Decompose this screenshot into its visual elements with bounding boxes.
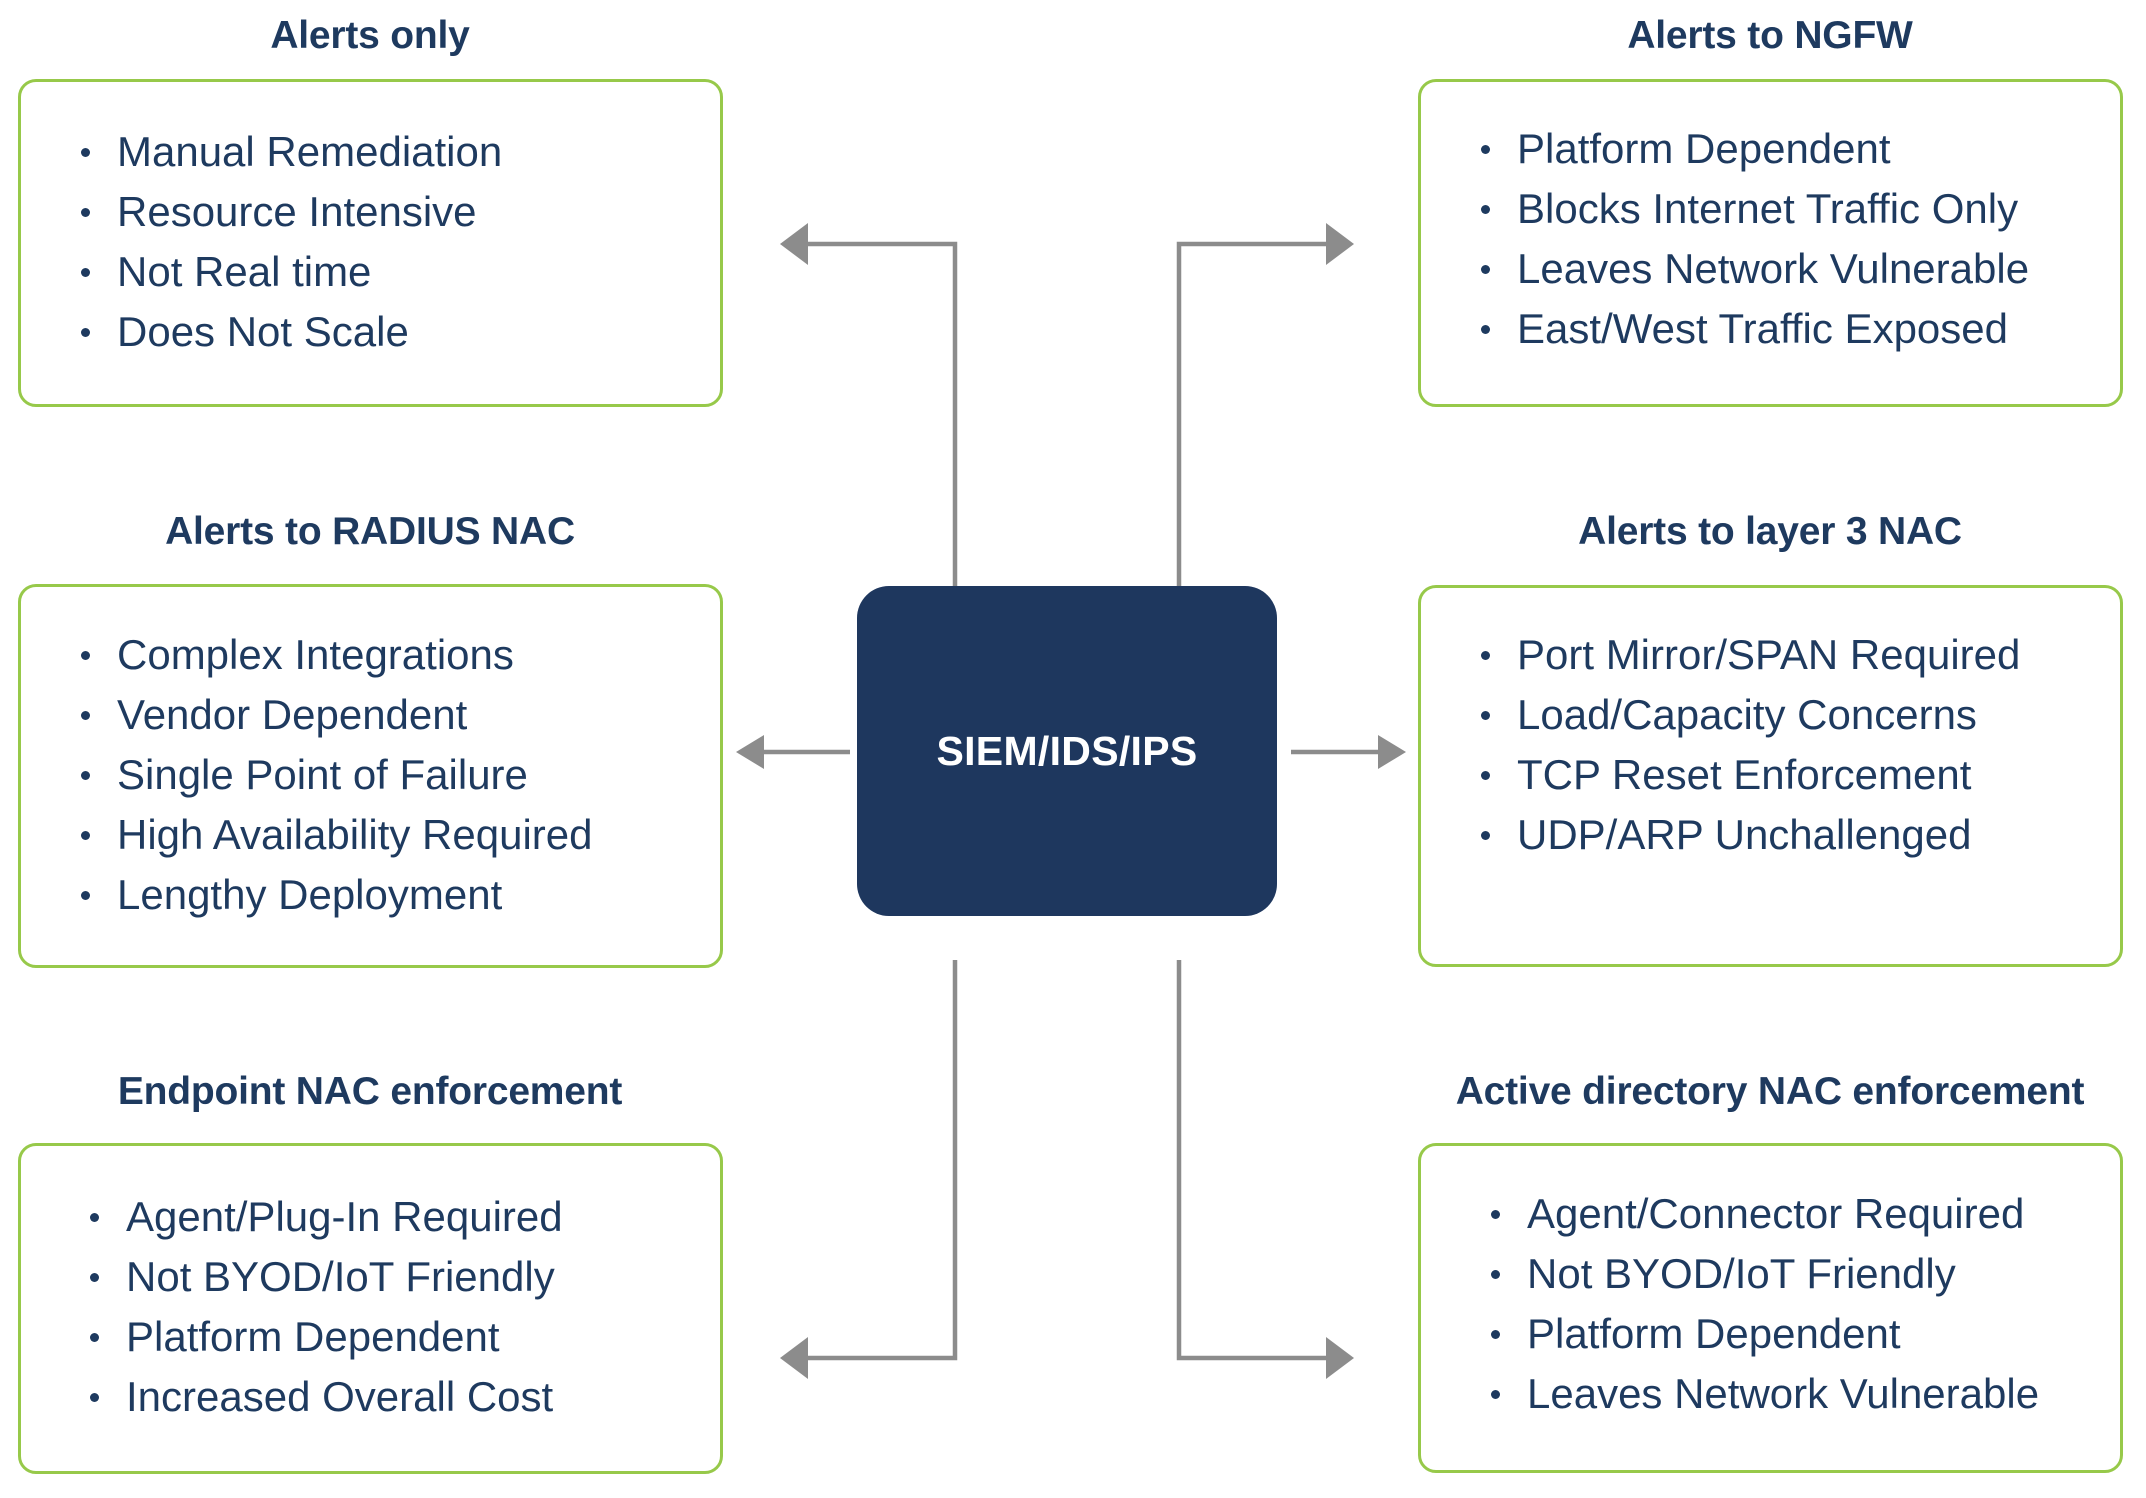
list-item: Port Mirror/SPAN Required	[1421, 625, 2120, 685]
list-item: Platform Dependent	[1421, 1304, 2120, 1364]
panel-alerts-to-radius-nac: Complex Integrations Vendor Dependent Si…	[18, 584, 723, 968]
arrow-line-top-right	[1176, 241, 1330, 642]
bullet-icon	[1481, 711, 1490, 720]
list-item: Platform Dependent	[1421, 119, 2120, 179]
drawback-list: Agent/Connector Required Not BYOD/IoT Fr…	[1421, 1184, 2120, 1424]
drawback-list: Platform Dependent Blocks Internet Traff…	[1421, 119, 2120, 359]
list-item: Not Real time	[21, 242, 720, 302]
drawback-list: Agent/Plug-In Required Not BYOD/IoT Frie…	[21, 1187, 720, 1427]
bullet-icon	[81, 651, 90, 660]
list-item: Not BYOD/IoT Friendly	[1421, 1244, 2120, 1304]
list-item: East/West Traffic Exposed	[1421, 299, 2120, 359]
bullet-icon	[1481, 205, 1490, 214]
bullet-icon	[1481, 651, 1490, 660]
list-item: Increased Overall Cost	[21, 1367, 720, 1427]
panel-alerts-to-ngfw: Platform Dependent Blocks Internet Traff…	[1418, 79, 2123, 407]
bullet-icon	[1481, 831, 1490, 840]
list-item: Complex Integrations	[21, 625, 720, 685]
drawback-list: Complex Integrations Vendor Dependent Si…	[21, 625, 720, 925]
panel-title-alerts-to-ngfw: Alerts to NGFW	[1627, 14, 1913, 57]
list-item: Load/Capacity Concerns	[1421, 685, 2120, 745]
panel-alerts-to-layer3-nac: Port Mirror/SPAN Required Load/Capacity …	[1418, 585, 2123, 967]
drawback-list: Manual Remediation Resource Intensive No…	[21, 122, 720, 362]
list-item: Leaves Network Vulnerable	[1421, 1364, 2120, 1424]
list-item: Lengthy Deployment	[21, 865, 720, 925]
panel-title-alerts-only: Alerts only	[270, 14, 470, 57]
bullet-icon	[1481, 265, 1490, 274]
bullet-icon	[81, 148, 90, 157]
bullet-icon	[90, 1333, 99, 1342]
arrowhead-bottom-right	[1326, 1337, 1354, 1379]
list-item: Agent/Plug-In Required	[21, 1187, 720, 1247]
list-item: Agent/Connector Required	[1421, 1184, 2120, 1244]
list-item: Resource Intensive	[21, 182, 720, 242]
bullet-icon	[90, 1273, 99, 1282]
bullet-icon	[90, 1393, 99, 1402]
bullet-icon	[81, 268, 90, 277]
arrowhead-top-left	[780, 223, 808, 265]
bullet-icon	[1481, 145, 1490, 154]
list-item: Platform Dependent	[21, 1307, 720, 1367]
siem-ids-ips-node: SIEM/IDS/IPS	[857, 586, 1277, 916]
list-item: Vendor Dependent	[21, 685, 720, 745]
arrow-line-top-left	[805, 241, 958, 642]
list-item: Not BYOD/IoT Friendly	[21, 1247, 720, 1307]
hub-label: SIEM/IDS/IPS	[936, 727, 1198, 774]
panel-title-active-directory-nac: Active directory NAC enforcement	[1455, 1070, 2085, 1113]
panel-title-endpoint-nac: Endpoint NAC enforcement	[117, 1070, 623, 1113]
list-item: Does Not Scale	[21, 302, 720, 362]
list-item: Blocks Internet Traffic Only	[1421, 179, 2120, 239]
arrow-line-bottom-left	[805, 960, 958, 1361]
arrowhead-mid-left	[736, 735, 764, 769]
bullet-icon	[1491, 1210, 1500, 1219]
list-item: Manual Remediation	[21, 122, 720, 182]
bullet-icon	[81, 711, 90, 720]
bullet-icon	[81, 208, 90, 217]
bullet-icon	[1491, 1270, 1500, 1279]
drawback-list: Port Mirror/SPAN Required Load/Capacity …	[1421, 625, 2120, 865]
bullet-icon	[1481, 325, 1490, 334]
bullet-icon	[1491, 1390, 1500, 1399]
panel-active-directory-nac: Agent/Connector Required Not BYOD/IoT Fr…	[1418, 1143, 2123, 1473]
arrowhead-mid-right	[1378, 735, 1406, 769]
arrow-line-bottom-right	[1176, 960, 1330, 1361]
panel-endpoint-nac: Agent/Plug-In Required Not BYOD/IoT Frie…	[18, 1143, 723, 1474]
list-item: Leaves Network Vulnerable	[1421, 239, 2120, 299]
bullet-icon	[81, 771, 90, 780]
list-item: UDP/ARP Unchallenged	[1421, 805, 2120, 865]
panel-title-alerts-to-layer3-nac: Alerts to layer 3 NAC	[1578, 510, 1962, 553]
list-item: TCP Reset Enforcement	[1421, 745, 2120, 805]
list-item: Single Point of Failure	[21, 745, 720, 805]
list-item: High Availability Required	[21, 805, 720, 865]
arrowhead-top-right	[1326, 223, 1354, 265]
bullet-icon	[90, 1213, 99, 1222]
bullet-icon	[81, 831, 90, 840]
bullet-icon	[1481, 771, 1490, 780]
panel-alerts-only: Manual Remediation Resource Intensive No…	[18, 79, 723, 407]
arrowhead-bottom-left	[780, 1337, 808, 1379]
panel-title-alerts-to-radius-nac: Alerts to RADIUS NAC	[165, 510, 575, 553]
bullet-icon	[1491, 1330, 1500, 1339]
bullet-icon	[81, 891, 90, 900]
bullet-icon	[81, 328, 90, 337]
